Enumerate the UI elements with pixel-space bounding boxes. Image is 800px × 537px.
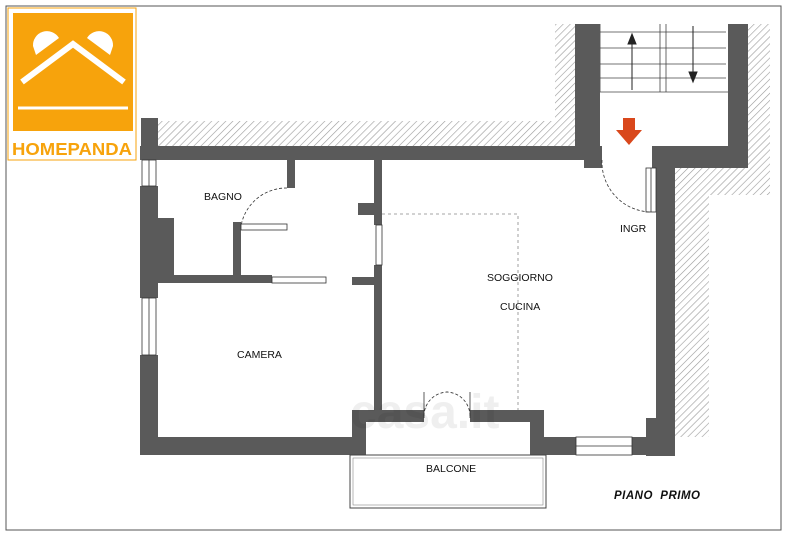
floor-label: PIANO PRIMO bbox=[614, 490, 701, 502]
homepanda-logo: HOMEPANDA bbox=[7, 7, 137, 161]
room-label-bagno: BAGNO bbox=[204, 191, 242, 203]
logo-brand-text: HOMEPANDA bbox=[12, 139, 132, 159]
stair-direction-arrows bbox=[627, 26, 698, 90]
room-label-soggiorno: SOGGIORNO bbox=[487, 272, 553, 284]
doors bbox=[240, 159, 651, 418]
page-frame bbox=[5, 5, 782, 531]
hatched-surroundings bbox=[157, 24, 770, 437]
watermark-text: casa.it bbox=[350, 386, 499, 439]
entrance-arrow-icon bbox=[616, 118, 642, 145]
walls bbox=[140, 24, 748, 456]
room-label-cucina: CUCINA bbox=[500, 301, 540, 313]
windows bbox=[141, 159, 657, 456]
room-label-ingr: INGR bbox=[620, 223, 647, 235]
balcony-inner bbox=[352, 457, 544, 506]
balcony-outline bbox=[349, 454, 547, 509]
kitchen-zone-dashed bbox=[382, 213, 519, 410]
room-label-balcone: BALCONE bbox=[426, 463, 476, 475]
room-label-camera: CAMERA bbox=[237, 349, 282, 361]
staircase bbox=[599, 24, 728, 93]
